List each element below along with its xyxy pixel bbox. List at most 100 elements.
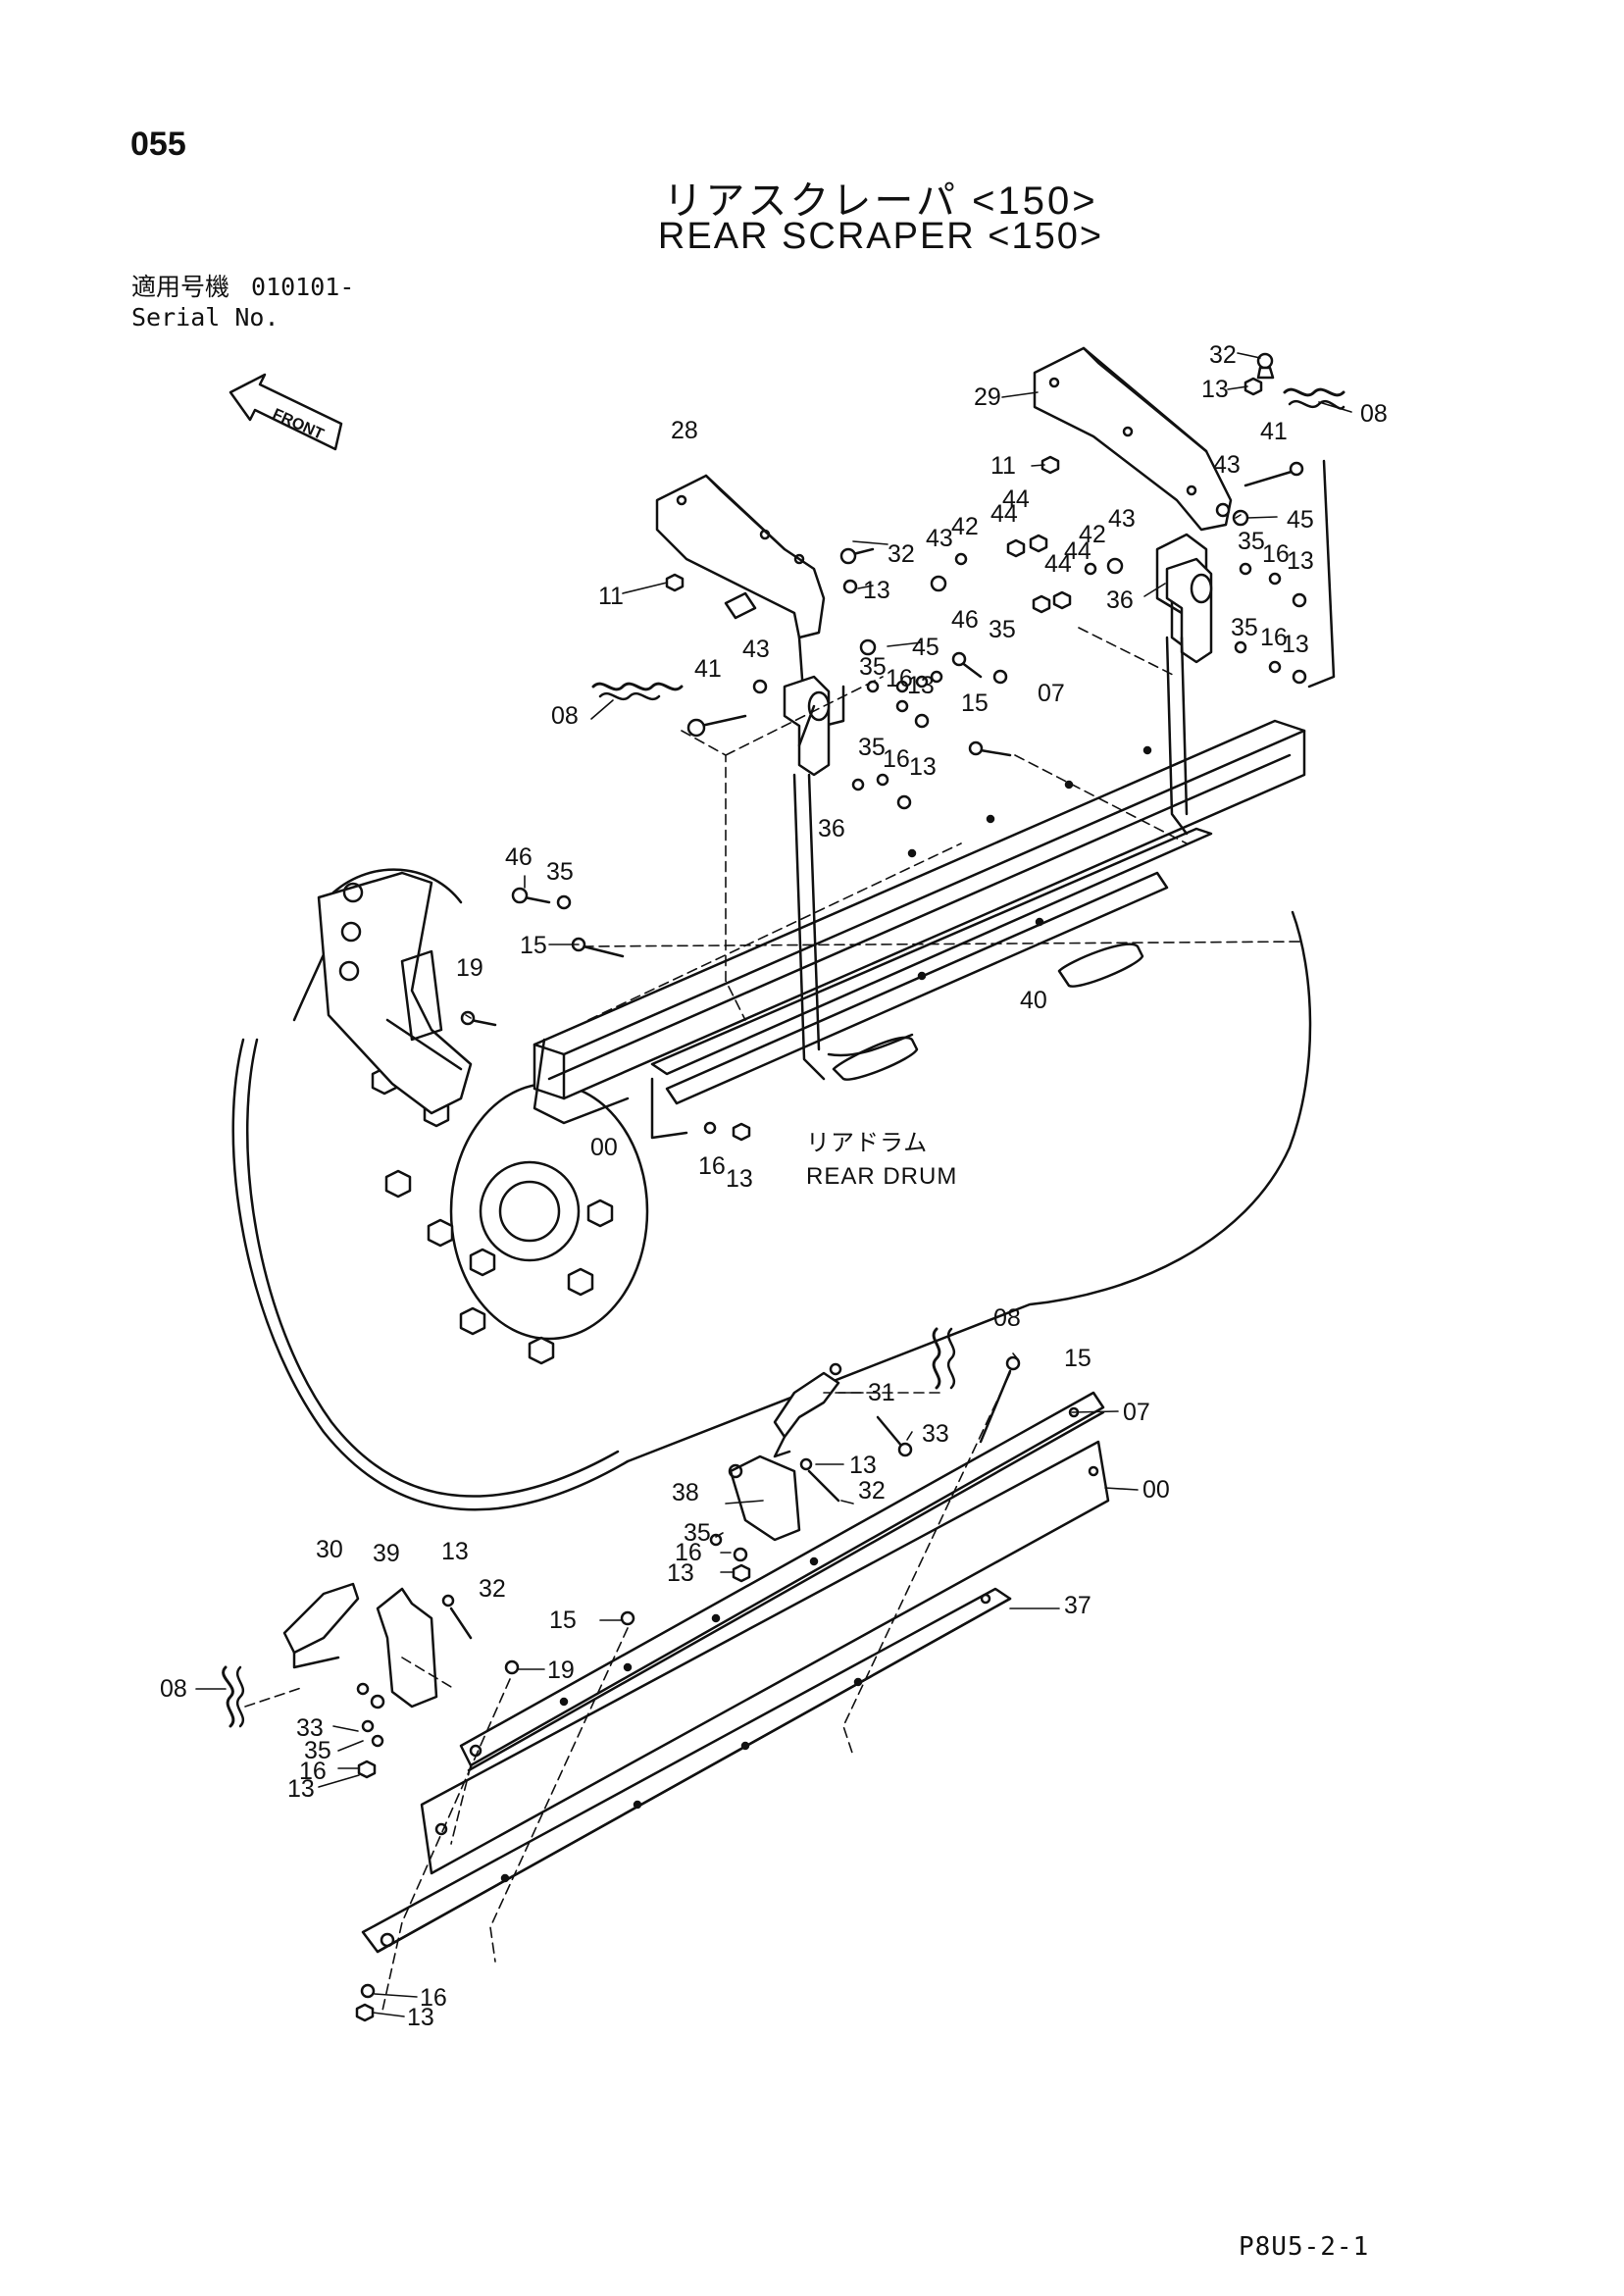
front-arrow-icon: FRONT (228, 373, 343, 451)
spring-08-lower-right (932, 1327, 956, 1390)
callout: 16 (883, 745, 910, 773)
bracket-31 (773, 1371, 840, 1458)
lower-blade-07 (459, 1391, 1105, 1772)
serial-value: 010101- (251, 273, 355, 301)
callout: 07 (1123, 1399, 1150, 1426)
callout: 08 (993, 1304, 1021, 1332)
callout: 36 (818, 815, 845, 842)
callout: 29 (974, 383, 1001, 411)
callout: 13 (1282, 631, 1309, 658)
callout: 35 (859, 653, 887, 681)
callout: 13 (907, 672, 935, 699)
callout: 35 (989, 616, 1016, 643)
callout: 11 (598, 583, 624, 610)
callout: 45 (1287, 506, 1314, 534)
callout: 41 (694, 655, 722, 683)
callout: 43 (926, 525, 953, 552)
callout: 35 (546, 858, 574, 886)
callout: 13 (863, 577, 890, 604)
callout: 45 (912, 634, 939, 661)
callout: 16 (1260, 624, 1288, 651)
callout: 37 (1064, 1592, 1091, 1619)
callout: 15 (549, 1607, 577, 1634)
callout: 13 (441, 1538, 469, 1565)
callout: 35 (684, 1519, 711, 1547)
callout: 43 (742, 636, 770, 663)
page-number: 055 (130, 126, 186, 163)
callout: 28 (671, 417, 698, 444)
callout: 08 (160, 1675, 187, 1703)
callout: 16 (675, 1539, 702, 1566)
callout: 16 (1262, 540, 1290, 568)
callout: 13 (1287, 547, 1314, 575)
callout: 42 (951, 513, 979, 540)
callout: 42 (1079, 521, 1106, 548)
lower-blade-00 (420, 1440, 1110, 1875)
callout: 19 (547, 1657, 575, 1684)
callout: 33 (296, 1714, 324, 1742)
callout: 33 (922, 1420, 949, 1448)
drum-side-bracket (317, 871, 473, 1115)
bracket-39 (376, 1587, 438, 1709)
callout: 43 (1108, 505, 1136, 533)
leader-lines (195, 352, 1352, 2017)
callout: 13 (287, 1775, 315, 1803)
bracket-36-right (1165, 557, 1213, 664)
callout: 15 (520, 932, 547, 959)
callout: 15 (1064, 1345, 1091, 1372)
callout: 16 (299, 1758, 327, 1785)
callout: 30 (316, 1536, 343, 1563)
callout: 00 (590, 1134, 618, 1161)
support-rods (792, 636, 1189, 1081)
callout: 46 (951, 606, 979, 634)
callout: 13 (726, 1165, 753, 1193)
callout: 35 (304, 1737, 331, 1764)
callout: 13 (407, 2004, 434, 2031)
callout: 41 (1260, 418, 1288, 445)
callout: 13 (849, 1452, 877, 1479)
callout: 35 (858, 734, 886, 761)
serial-label-en: Serial No. (131, 303, 279, 332)
bracket-30 (282, 1582, 360, 1669)
title-japanese: リアスクレーパ <150> (663, 179, 1098, 223)
bracket-38 (728, 1454, 801, 1542)
callout: 39 (373, 1540, 400, 1567)
bracket-36-left (783, 675, 831, 777)
callout: 35 (1231, 614, 1258, 641)
callout: 08 (1360, 400, 1388, 428)
serial-label-jp: 適用号機 (131, 273, 230, 301)
drum-label-jp: リアドラム (806, 1130, 928, 1156)
callout: 46 (505, 843, 533, 871)
callout: 16 (698, 1152, 726, 1180)
scraper-beam-assembly (533, 719, 1306, 1140)
spring-08-lower-left (222, 1665, 245, 1728)
callout: 44 (990, 500, 1018, 528)
callout: 32 (479, 1575, 506, 1603)
callout: 19 (456, 954, 483, 982)
callout: 07 (1038, 680, 1065, 707)
callout: 32 (858, 1477, 886, 1505)
callout: 00 (1142, 1476, 1170, 1504)
assembly-guides-upper (583, 627, 1305, 1021)
drum-label-en: REAR DRUM (806, 1163, 957, 1190)
callout: 31 (868, 1379, 895, 1406)
callout: 44 (1044, 550, 1072, 578)
spring-08-left (591, 682, 684, 701)
callout: 32 (1209, 341, 1237, 369)
footer-code: P8U5-2-1 (1239, 2232, 1370, 2262)
part-callouts: 32 13 08 29 41 11 43 45 28 42 44 44 43 4… (160, 341, 1388, 2031)
fasteners-lower (355, 1355, 1021, 2022)
callout: 40 (1020, 987, 1047, 1014)
fasteners-upper (460, 352, 1307, 1142)
callout: 13 (909, 753, 937, 781)
callout: 43 (1213, 451, 1241, 479)
title-english: REAR SCRAPER <150> (657, 216, 1104, 257)
callout: 13 (667, 1559, 694, 1587)
serial-number-block: 適用号機 010101- Serial No. (131, 272, 354, 332)
callout: 16 (886, 665, 913, 692)
callout: 32 (888, 540, 915, 568)
callout: 35 (1238, 528, 1265, 555)
lower-blade-37 (361, 1587, 1012, 1954)
callout: 16 (420, 1984, 447, 2012)
